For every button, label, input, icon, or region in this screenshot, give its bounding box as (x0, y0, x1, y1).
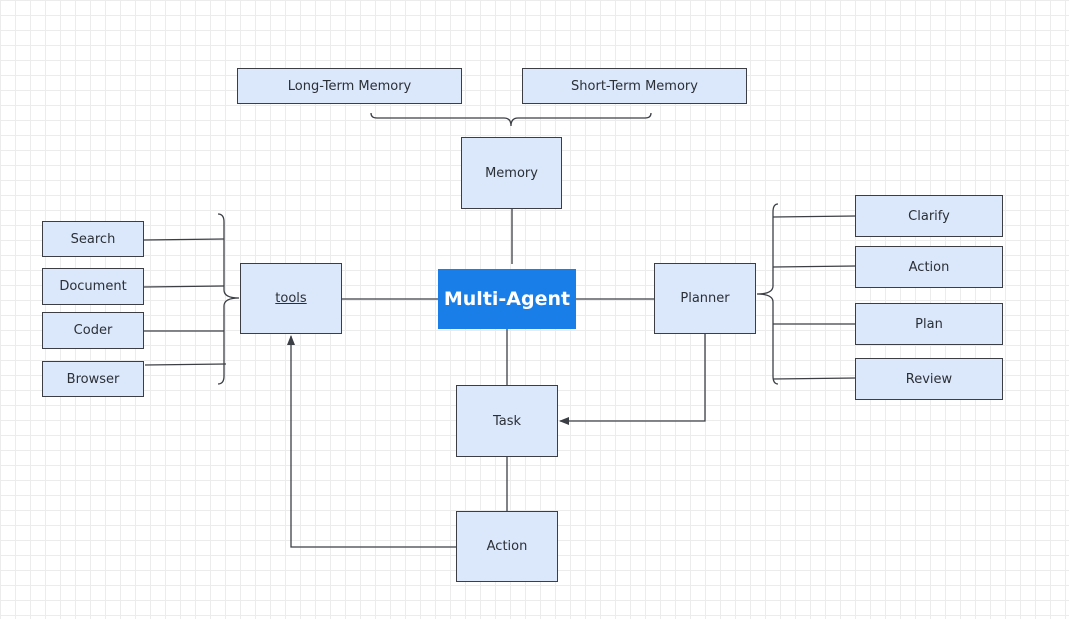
review-node[interactable]: Review (855, 358, 1003, 400)
memory-label: Memory (485, 165, 538, 181)
coder-node[interactable]: Coder (42, 312, 144, 349)
plan-node[interactable]: Plan (855, 303, 1003, 345)
tools-node[interactable]: tools (240, 263, 342, 334)
short-term-memory-node[interactable]: Short-Term Memory (522, 68, 747, 104)
review-label: Review (905, 371, 953, 387)
search-brace-connector (142, 238, 225, 241)
action-plan-label: Action (908, 259, 950, 275)
document-brace-connector (142, 285, 225, 288)
tools-label: tools (275, 291, 307, 306)
planner-node[interactable]: Planner (654, 263, 756, 334)
action-tools-arrow (287, 335, 457, 548)
long-term-memory-label: Long-Term Memory (287, 78, 412, 94)
multi-agent-label: Multi-Agent (443, 288, 571, 310)
search-node[interactable]: Search (42, 221, 144, 257)
document-label: Document (59, 279, 127, 294)
clarify-node[interactable]: Clarify (855, 195, 1003, 237)
browser-label: Browser (66, 371, 120, 387)
clarify-brace-connector (772, 215, 857, 218)
coder-label: Coder (73, 323, 113, 338)
action-label: Action (486, 539, 528, 554)
planner-task-arrow (559, 334, 706, 425)
search-label: Search (70, 231, 116, 247)
planner-label: Planner (680, 291, 730, 306)
document-node[interactable]: Document (42, 268, 144, 305)
tools-brace (217, 213, 240, 385)
memory-brace (370, 112, 652, 127)
task-node[interactable]: Task (456, 385, 558, 457)
task-label: Task (492, 413, 522, 429)
plan-label: Plan (915, 316, 943, 332)
action-plan-node[interactable]: Action (855, 246, 1003, 288)
long-term-memory-node[interactable]: Long-Term Memory (237, 68, 462, 104)
planner-brace (756, 203, 779, 385)
review-brace-connector (772, 377, 857, 380)
action-node[interactable]: Action (456, 511, 558, 582)
clarify-label: Clarify (908, 208, 950, 224)
browser-node[interactable]: Browser (42, 361, 144, 397)
multi-agent-node[interactable]: Multi-Agent (438, 269, 576, 329)
action-plan-brace-connector (772, 265, 857, 268)
browser-brace-connector (144, 363, 227, 366)
memory-node[interactable]: Memory (461, 137, 562, 209)
short-term-memory-label: Short-Term Memory (571, 78, 698, 94)
